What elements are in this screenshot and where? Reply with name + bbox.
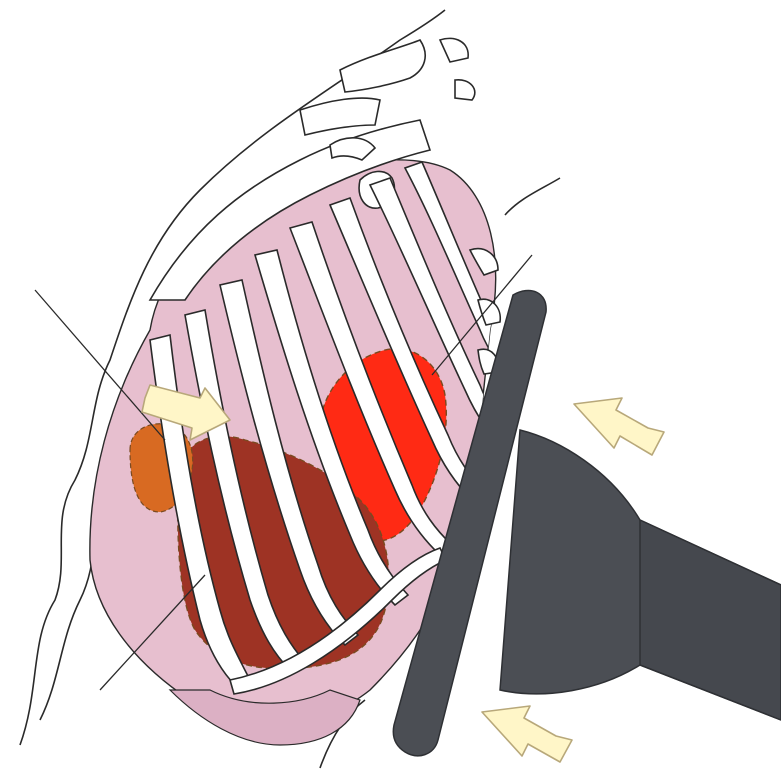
- arrow-icon: [482, 706, 572, 762]
- arrow-icon: [574, 398, 664, 455]
